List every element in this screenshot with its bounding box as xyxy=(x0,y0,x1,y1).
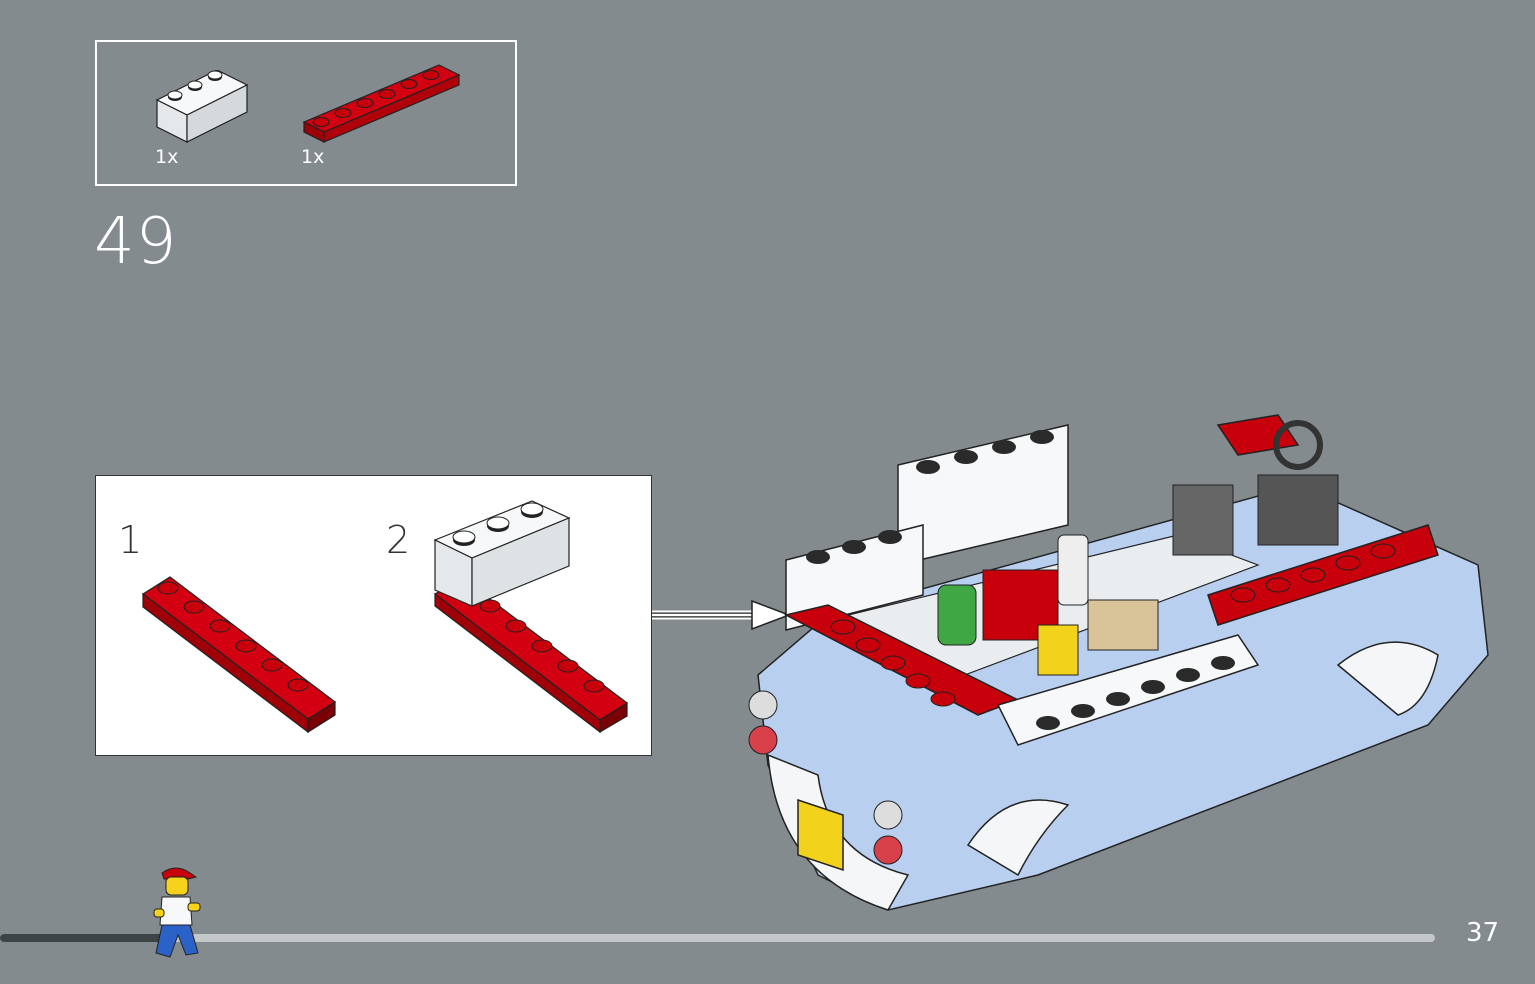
progress-fill xyxy=(0,934,173,942)
step-number: 49 xyxy=(94,205,178,279)
substep-1-number: 1 xyxy=(118,518,143,562)
red-plate-qty: 1x xyxy=(301,146,325,168)
white-brick-qty: 1x xyxy=(155,146,179,168)
callout-arrow-icon xyxy=(652,599,792,631)
parts-list-box: 1x 1x xyxy=(95,40,517,186)
red-plate-image xyxy=(302,64,461,143)
substep-1-image xyxy=(141,576,337,734)
minifigure-progress-icon xyxy=(153,867,201,958)
subassembly-panel: 1 2 xyxy=(95,475,652,756)
substep-2-number: 2 xyxy=(386,518,411,562)
substep-2-image xyxy=(433,500,629,734)
progress-track xyxy=(0,934,1435,942)
white-brick-image xyxy=(155,70,249,143)
model-illustration xyxy=(748,414,1489,911)
page-number: 37 xyxy=(1466,918,1500,948)
